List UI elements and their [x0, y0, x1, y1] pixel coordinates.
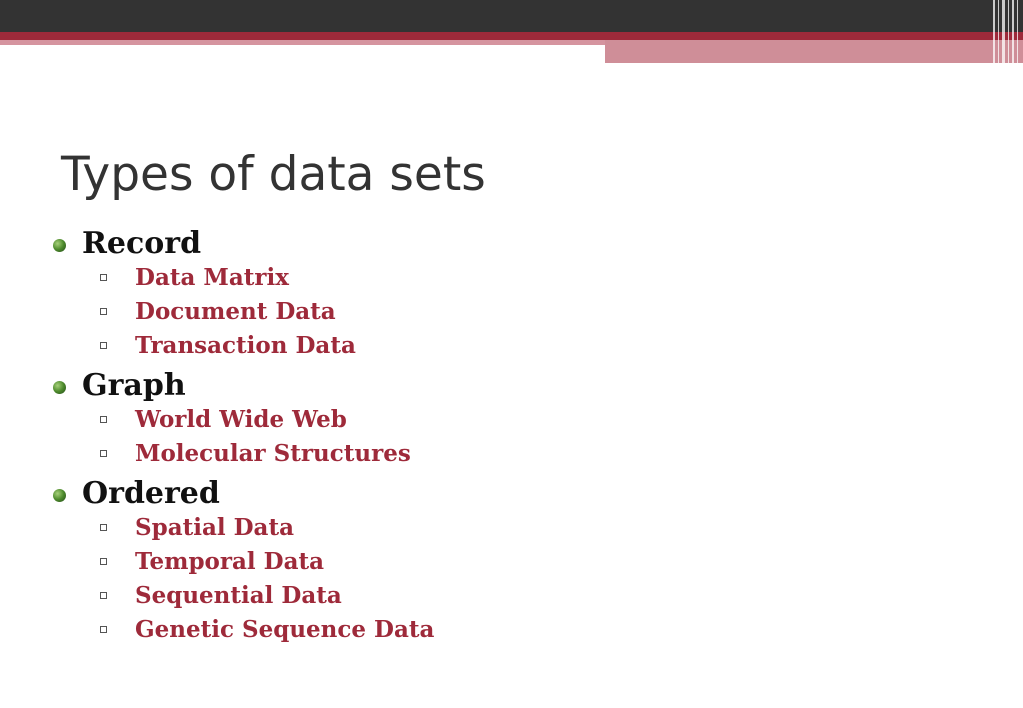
sub-bullet-label: Temporal Data [135, 548, 325, 575]
sub-bullet-label: Sequential Data [135, 582, 342, 609]
sub-bullet-item: Temporal Data [52, 547, 752, 581]
sub-bullet-item: Transaction Data [52, 331, 752, 365]
sub-bullet-item: Molecular Structures [52, 439, 752, 473]
sub-bullet-label: Molecular Structures [135, 440, 411, 467]
header-stripes [990, 0, 1023, 63]
sub-bullet-label: World Wide Web [135, 406, 347, 433]
bullet-list: Record Data Matrix Document Data Transac… [52, 223, 752, 649]
hollow-square-bullet-icon [100, 450, 107, 457]
hollow-square-bullet-icon [100, 342, 107, 349]
sub-bullet-item: Spatial Data [52, 513, 752, 547]
sub-bullet-label: Spatial Data [135, 514, 294, 541]
hollow-square-bullet-icon [100, 524, 107, 531]
sub-bullet-item: Document Data [52, 297, 752, 331]
sub-bullet-label: Document Data [135, 298, 336, 325]
sub-bullet-item: Sequential Data [52, 581, 752, 615]
bullet-item-graph: Graph [52, 365, 752, 405]
header-pink-block [605, 40, 1023, 63]
hollow-square-bullet-icon [100, 558, 107, 565]
bullet-label: Ordered [82, 476, 220, 511]
bullet-label: Record [82, 226, 202, 261]
sub-bullet-label: Transaction Data [135, 332, 356, 359]
hollow-square-bullet-icon [100, 308, 107, 315]
slide-title: Types of data sets [61, 147, 486, 202]
sub-bullet-item: World Wide Web [52, 405, 752, 439]
bullet-label: Graph [82, 368, 186, 403]
hollow-square-bullet-icon [100, 416, 107, 423]
green-sphere-bullet-icon [53, 239, 66, 252]
bullet-item-ordered: Ordered [52, 473, 752, 513]
green-sphere-bullet-icon [53, 381, 66, 394]
green-sphere-bullet-icon [53, 489, 66, 502]
sub-bullet-label: Genetic Sequence Data [135, 616, 435, 643]
header-pink-strip [0, 40, 605, 45]
hollow-square-bullet-icon [100, 274, 107, 281]
bullet-item-record: Record [52, 223, 752, 263]
header-red-bar [0, 32, 1023, 40]
sub-bullet-item: Data Matrix [52, 263, 752, 297]
sub-bullet-item: Genetic Sequence Data [52, 615, 752, 649]
header-dark-bar [0, 0, 1023, 32]
sub-bullet-label: Data Matrix [135, 264, 289, 291]
hollow-square-bullet-icon [100, 592, 107, 599]
hollow-square-bullet-icon [100, 626, 107, 633]
